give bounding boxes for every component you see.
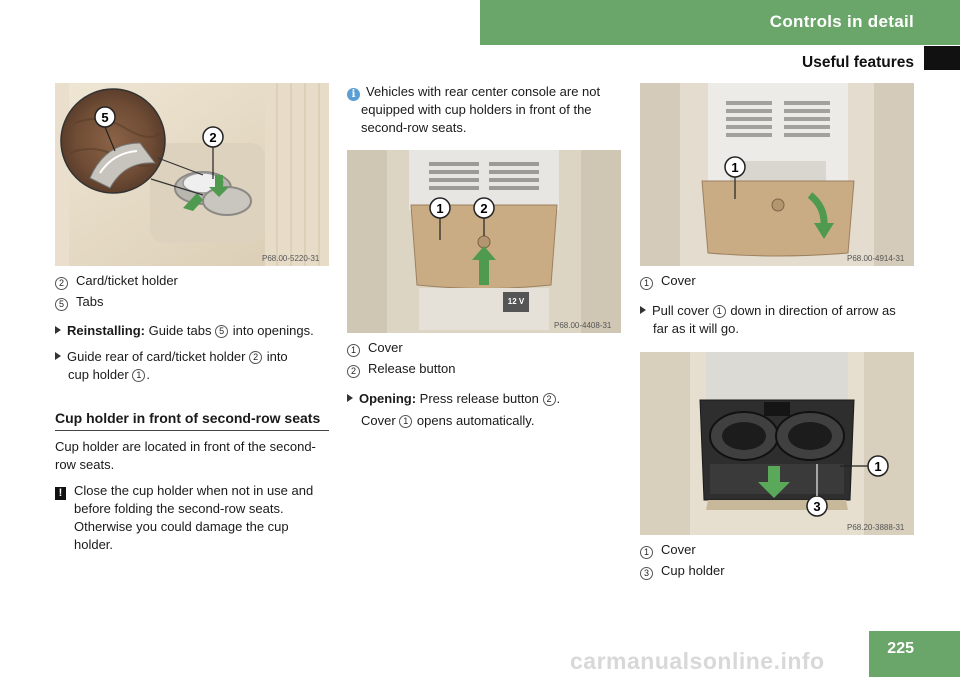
info-line: second-row seats. xyxy=(361,120,467,135)
callout-2: 2 xyxy=(209,130,216,145)
callout-1: 1 xyxy=(731,160,738,175)
instruction-step: Reinstalling: Guide tabs 5 into openings… xyxy=(55,322,314,340)
callout-2: 2 xyxy=(480,201,487,216)
header-tab-marker xyxy=(924,46,960,70)
callout-1: 1 xyxy=(436,201,443,216)
warning-icon: ! xyxy=(55,487,66,500)
step-arrow-icon xyxy=(55,326,61,334)
figure-code: P68.00-5220-31 xyxy=(262,254,320,263)
warning-line: !Close the cup holder when not in use an… xyxy=(55,482,313,500)
section-divider xyxy=(55,430,329,431)
step-arrow-icon xyxy=(55,352,61,360)
chapter-header: Controls in detail xyxy=(480,0,960,45)
instruction-step: Guide rear of card/ticket holder 2 into xyxy=(55,348,288,366)
callout-3: 3 xyxy=(813,499,820,514)
section-header: Useful features xyxy=(802,54,914,71)
instruction-step-cont: far as it will go. xyxy=(653,321,739,336)
warning-line: holder. xyxy=(74,537,114,552)
figure-code: P68.20-3888-31 xyxy=(847,523,905,532)
warning-line: before folding the second-row seats. xyxy=(74,501,284,516)
callout-1: 1 xyxy=(874,459,881,474)
instruction-step: Opening: Press release button 2. xyxy=(347,390,560,408)
step-arrow-icon xyxy=(347,394,353,402)
socket-label: 12 V xyxy=(508,297,525,306)
chapter-title: Controls in detail xyxy=(769,12,914,31)
info-line: equipped with cup holders in front of th… xyxy=(361,102,592,117)
instruction-step-cont: cup holder 1. xyxy=(68,367,150,382)
page-number: 225 xyxy=(887,640,914,657)
instruction-step: Pull cover 1 down in direction of arrow … xyxy=(640,302,896,320)
figure-card-ticket-holder: 5 2 P68.00-5220-31 xyxy=(55,83,329,266)
figure-cover-pull-down: 1 P68.00-4914-31 xyxy=(640,83,914,266)
figure-open-cup-holder: 1 3 P68.20-3888-31 xyxy=(640,352,914,535)
instruction-result: Cover 1 opens automatically. xyxy=(361,413,535,428)
figure-code: P68.00-4914-31 xyxy=(847,254,905,263)
callout-5: 5 xyxy=(101,110,108,125)
paragraph-line: Cup holder are located in front of the s… xyxy=(55,439,316,454)
info-icon: i xyxy=(347,88,360,101)
page-number-box: 225 xyxy=(869,631,960,677)
paragraph-line: row seats. xyxy=(55,457,115,472)
figure-rear-console-cover: 12 V 1 2 P68.00-4408-31 xyxy=(347,150,621,333)
step-arrow-icon xyxy=(640,306,646,314)
figure-code: P68.00-4408-31 xyxy=(554,321,612,330)
section-title: Cup holder in front of second-row seats xyxy=(55,410,321,426)
warning-line: Otherwise you could damage the cup xyxy=(74,519,289,534)
watermark: carmanualsonline.info xyxy=(570,648,825,674)
